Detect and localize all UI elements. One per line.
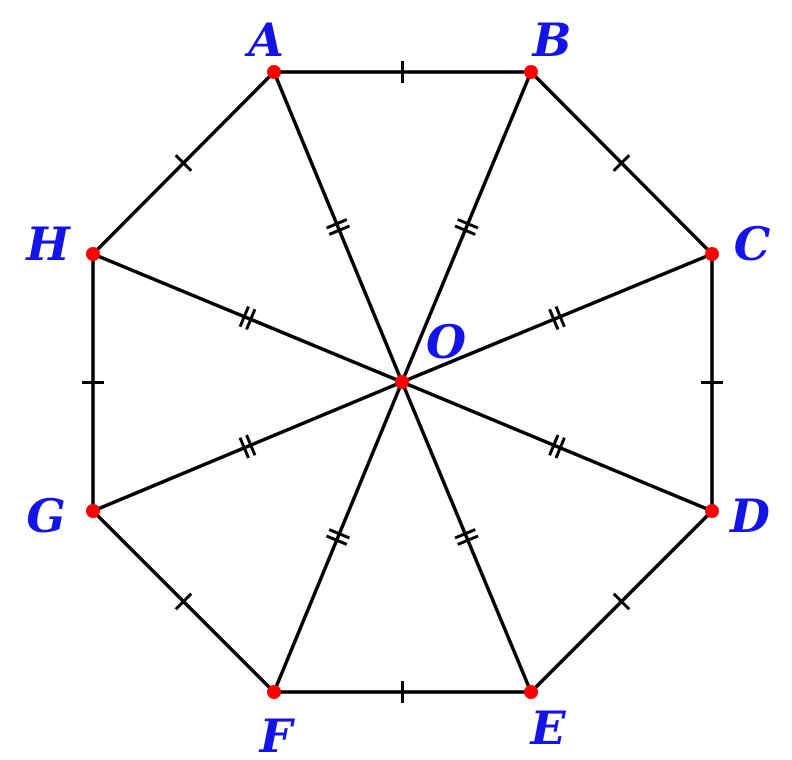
radius-tick-oh bbox=[245, 308, 257, 331]
point-h bbox=[86, 247, 100, 261]
label-e: E bbox=[528, 701, 566, 755]
radius-tick-oc bbox=[554, 305, 566, 328]
label-o: O bbox=[426, 315, 466, 369]
radius-tick-ob bbox=[457, 218, 479, 230]
radius-ob bbox=[400, 70, 533, 384]
radius-tick-of bbox=[328, 528, 351, 540]
side-tick-ha bbox=[174, 154, 193, 172]
label-a: A bbox=[244, 13, 284, 67]
labels-layer: A B C D E F G H O bbox=[24, 13, 770, 760]
point-g bbox=[86, 504, 100, 518]
radius-tick-oa bbox=[325, 218, 348, 230]
label-g: G bbox=[26, 489, 65, 543]
radius-tick-ob bbox=[454, 224, 476, 236]
radius-og bbox=[91, 380, 404, 513]
side-tick-fg bbox=[174, 592, 193, 611]
point-f bbox=[267, 685, 281, 699]
radius-oa bbox=[272, 70, 404, 384]
radius-tick-oe bbox=[454, 528, 476, 540]
point-c bbox=[705, 247, 719, 261]
radius-tick-oc bbox=[548, 308, 560, 331]
points-layer bbox=[86, 65, 719, 699]
label-f: F bbox=[258, 709, 296, 760]
label-b: B bbox=[531, 13, 572, 67]
radius-oc bbox=[400, 252, 714, 384]
side-tick-bc bbox=[612, 154, 631, 172]
point-b bbox=[524, 65, 538, 79]
point-o bbox=[395, 375, 409, 389]
radius-tick-oa bbox=[328, 224, 351, 236]
radius-of bbox=[272, 380, 404, 694]
radius-tick-og bbox=[245, 434, 257, 456]
point-e bbox=[524, 685, 538, 699]
side-tick-de bbox=[612, 592, 631, 611]
radius-tick-oh bbox=[238, 305, 250, 328]
radius-tick-of bbox=[325, 534, 348, 546]
label-d: D bbox=[728, 489, 770, 543]
tick-marks-layer bbox=[82, 61, 723, 703]
radius-tick-oe bbox=[457, 534, 479, 546]
label-c: C bbox=[734, 217, 771, 271]
radius-od bbox=[400, 380, 714, 513]
label-h: H bbox=[24, 217, 71, 271]
radius-tick-od bbox=[548, 434, 560, 456]
radius-oh bbox=[91, 252, 404, 384]
radius-oe bbox=[400, 380, 533, 694]
radius-tick-od bbox=[554, 437, 566, 459]
point-d bbox=[705, 504, 719, 518]
radius-tick-og bbox=[238, 437, 250, 459]
point-a bbox=[267, 65, 281, 79]
